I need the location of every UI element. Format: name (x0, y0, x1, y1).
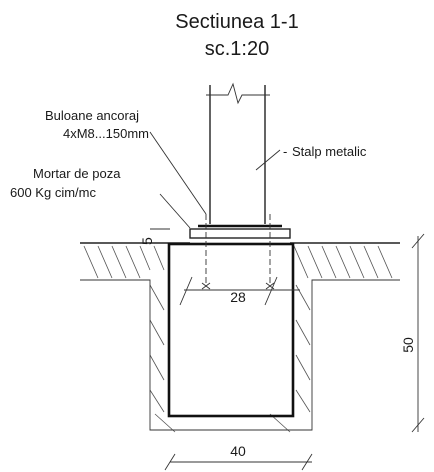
section-scale: sc.1:20 (205, 38, 269, 60)
bolts-label-line2: 4xM8...150mm (63, 126, 149, 141)
bolts-label-line1: Buloane ancoraj (45, 108, 139, 123)
dim-foundation-width: 40 (230, 443, 246, 459)
dim-bolt-spacing-tick-right (264, 276, 278, 306)
foundation-block (167, 242, 295, 418)
mortar-bed (189, 228, 291, 239)
dim-foundation-height: 50 (400, 337, 416, 353)
bolts-leader (149, 131, 207, 215)
dim-mortar-thickness: 5 (139, 237, 155, 245)
soil-hatch-left (83, 245, 176, 433)
column-label-dash: - (283, 144, 287, 159)
mortar-label-line1: Mortar de poza (33, 166, 121, 181)
column-break-line (206, 82, 270, 105)
column-leader (255, 149, 281, 171)
soil-hatch-right (269, 245, 393, 433)
mortar-label-line2: 600 Kg cim/mc (10, 185, 96, 200)
dim-width-tick-right (301, 453, 313, 471)
column-label: Stalp metalic (292, 144, 367, 159)
dim-bolt-spacing: 28 (230, 289, 246, 305)
dim-height-tick-bottom (411, 417, 425, 433)
mortar-leader (159, 193, 191, 229)
section-title: Sectiunea 1-1 (175, 11, 298, 33)
dim-height-tick-top (411, 233, 425, 249)
excavation-outline (80, 279, 400, 431)
dim-width-tick-left (164, 453, 176, 471)
dim-bolt-spacing-tick-left (179, 276, 193, 306)
